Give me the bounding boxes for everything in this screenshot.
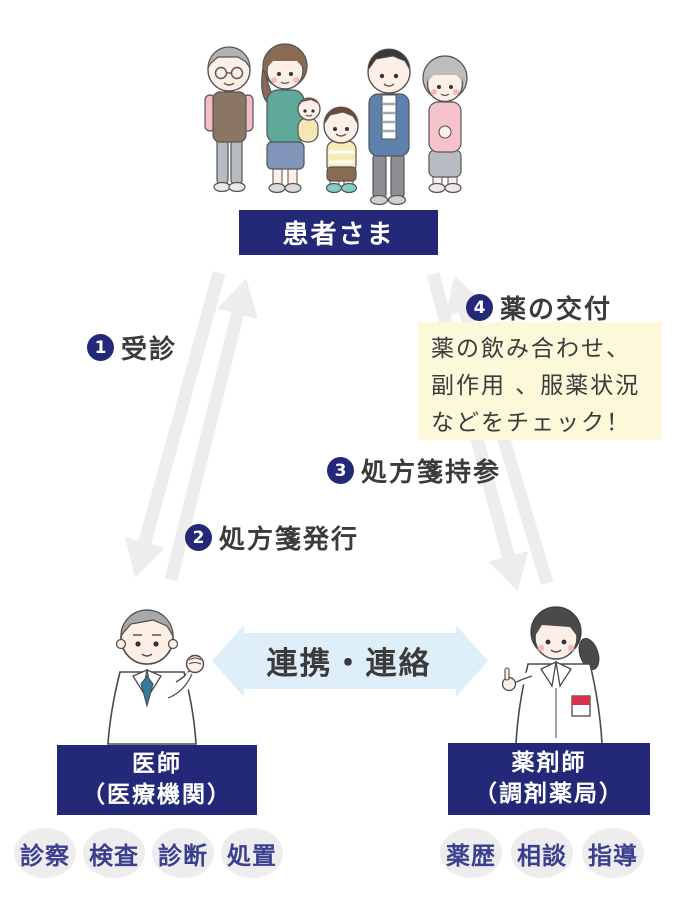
cooperation-double-arrow-icon xyxy=(212,625,488,697)
pharmacist-illustration xyxy=(501,606,603,745)
step-4-medicine-delivery: 4 薬の交付 xyxy=(466,289,612,326)
pharmacist-service-badges: 薬歴 相談 指導 xyxy=(440,828,644,878)
note-line-3: などをチェック！ xyxy=(431,410,631,436)
pharmacist-label-line2: （調剤薬局） xyxy=(474,781,624,807)
boy-figure xyxy=(323,106,359,194)
family-illustration xyxy=(204,43,468,206)
badge-consultation: 相談 xyxy=(511,828,573,878)
step-4-number-badge: 4 xyxy=(466,294,493,321)
step-2-prescription-issue: 2 処方箋発行 xyxy=(185,519,359,556)
doctor-label-line1: 医師 xyxy=(132,751,182,777)
note-line-1: 薬の飲み合わせ、 xyxy=(431,336,631,362)
step-4-label: 薬の交付 xyxy=(500,295,613,325)
step-1-label: 受診 xyxy=(121,335,178,365)
doctor-label: 医師 （医療機関） xyxy=(57,745,257,815)
pharmacist-label-line1: 薬剤師 xyxy=(511,750,587,776)
father-figure xyxy=(367,48,411,206)
pharmacist-label: 薬剤師 （調剤薬局） xyxy=(448,743,650,815)
cooperation-label: 連携・連絡 xyxy=(266,645,432,682)
doctor-service-badges: 診察 検査 診断 処置 xyxy=(14,828,283,878)
step-1-visit: 1 受診 xyxy=(87,329,177,366)
step-1-number-badge: 1 xyxy=(87,334,114,361)
pharmacist-check-note: 薬の飲み合わせ、 副作用 、服薬状況 などをチェック！ xyxy=(418,322,662,440)
note-line-2: 副作用 、服薬状況 xyxy=(431,373,641,399)
step-2-number-badge: 2 xyxy=(185,524,212,551)
badge-treatment: 処置 xyxy=(221,828,283,878)
step-3-number-badge: 3 xyxy=(327,457,354,484)
step-3-bring-prescription: 3 処方箋持参 xyxy=(327,452,501,489)
mother-and-baby-figure xyxy=(261,43,321,194)
patient-label-text: 患者さま xyxy=(282,220,395,250)
grandfather-figure xyxy=(204,46,254,193)
doctor-label-line2: （医療機関） xyxy=(82,782,232,808)
step-3-label: 処方箋持参 xyxy=(361,458,502,488)
badge-testing: 検査 xyxy=(83,828,145,878)
badge-guidance: 指導 xyxy=(582,828,644,878)
badge-examination: 診察 xyxy=(14,828,76,878)
patient-label: 患者さま xyxy=(239,210,438,255)
grandmother-figure xyxy=(422,55,468,194)
doctor-illustration xyxy=(107,609,205,745)
badge-medication-history: 薬歴 xyxy=(440,828,502,878)
arrow-doctor-to-patient-icon xyxy=(164,278,258,582)
arrow-patient-to-doctor-icon xyxy=(124,271,226,578)
badge-diagnosis: 診断 xyxy=(152,828,214,878)
step-2-label: 処方箋発行 xyxy=(219,525,360,555)
